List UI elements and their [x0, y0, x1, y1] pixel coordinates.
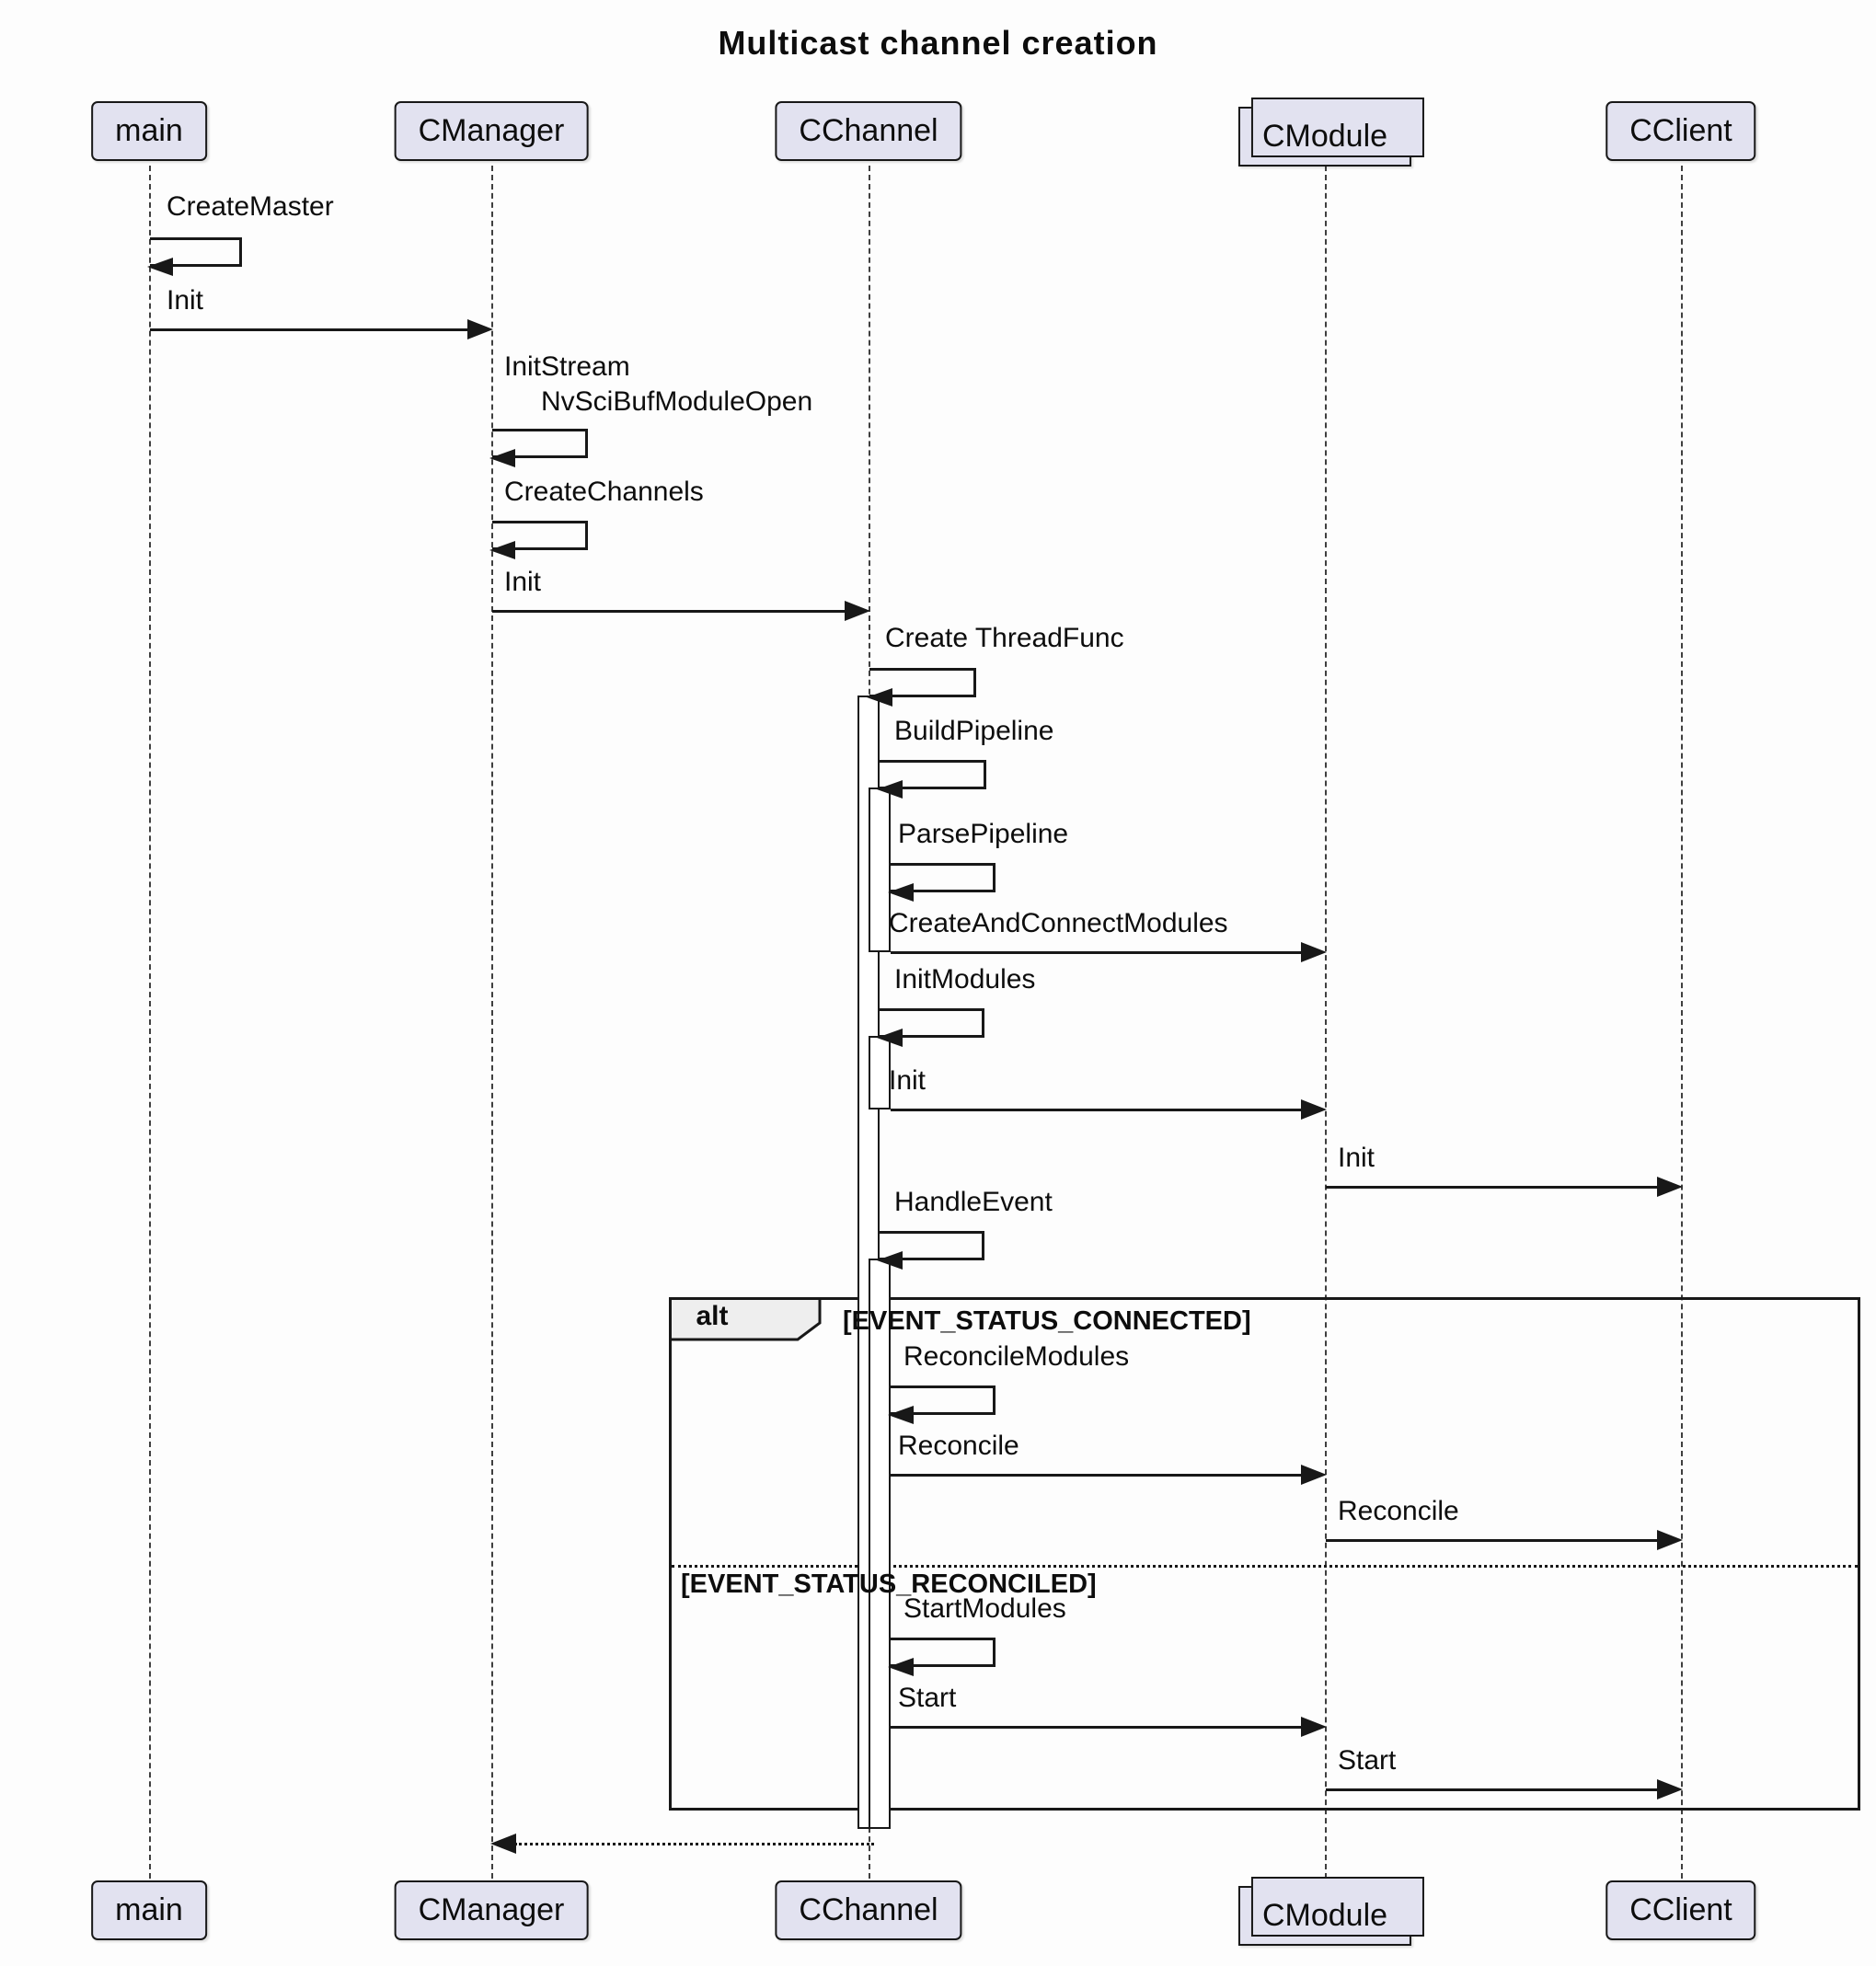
message-label-reconcile-modules: ReconcileModules — [903, 1341, 1130, 1372]
message-label-create-threadfunc: Create ThreadFunc — [885, 623, 1124, 653]
arrow-init-cmanager-cchannel — [492, 601, 870, 623]
participant-cclient-top: CClient — [1606, 101, 1756, 161]
activation-bar-initmodules — [869, 1036, 891, 1109]
return-arrow-cchannel-cmanager — [490, 1834, 874, 1856]
message-label-reconcile-1: Reconcile — [898, 1431, 1019, 1461]
alt-fragment-tab: alt — [668, 1296, 823, 1348]
participant-cchannel-bottom: CChannel — [775, 1880, 962, 1940]
self-message-start-modules — [888, 1638, 996, 1676]
message-label-nvscibuf-module-open: NvSciBufModuleOpen — [541, 386, 813, 417]
message-label-reconcile-2: Reconcile — [1338, 1496, 1459, 1526]
self-message-build-pipeline — [877, 760, 986, 799]
lifeline-cmodule — [1325, 166, 1327, 1879]
message-label-handle-event: HandleEvent — [894, 1187, 1053, 1217]
self-message-init-stream — [489, 429, 588, 467]
arrow-reconcile-cmodule-cclient — [1326, 1530, 1683, 1552]
arrow-reconcile-cchannel-cmodule — [891, 1465, 1327, 1487]
self-message-create-threadfunc — [867, 668, 976, 707]
arrow-init-cmodule-cclient — [1326, 1177, 1683, 1199]
message-label-init-3: Init — [889, 1065, 926, 1096]
message-label-init-4: Init — [1338, 1143, 1375, 1173]
arrow-create-and-connect-modules — [891, 942, 1327, 964]
participant-main-top: main — [91, 101, 207, 161]
message-label-parse-pipeline: ParsePipeline — [898, 819, 1069, 849]
message-label-build-pipeline: BuildPipeline — [894, 716, 1054, 746]
message-label-init-modules: InitModules — [894, 964, 1036, 994]
arrow-init-main-cmanager — [150, 319, 493, 341]
message-label-start-2: Start — [1338, 1745, 1397, 1776]
lifeline-cmanager — [491, 166, 493, 1879]
self-message-create-master — [147, 237, 242, 276]
arrow-init-cchannel-cmodule — [891, 1099, 1327, 1121]
alt-keyword: alt — [696, 1300, 729, 1331]
participant-cmanager-top: CManager — [394, 101, 589, 161]
arrow-start-cmodule-cclient — [1326, 1779, 1683, 1801]
alt-fragment-frame: alt — [668, 1296, 1860, 1811]
activation-bar-handleevent — [869, 1259, 891, 1829]
self-message-handle-event — [877, 1231, 984, 1270]
message-label-create-and-connect-modules: CreateAndConnectModules — [889, 908, 1228, 938]
message-label-start-1: Start — [898, 1683, 957, 1713]
message-label-create-master: CreateMaster — [167, 191, 334, 222]
message-label-start-modules: StartModules — [903, 1593, 1066, 1624]
alt-condition-connected: [EVENT_STATUS_CONNECTED] — [843, 1306, 1251, 1336]
participant-cmodule-bottom: CModule — [1237, 1877, 1425, 1946]
participant-main-bottom: main — [91, 1880, 207, 1940]
participant-cmanager-bottom: CManager — [394, 1880, 589, 1940]
activation-bar-buildpipeline — [869, 788, 891, 952]
alt-divider — [672, 1565, 1858, 1568]
self-message-reconcile-modules — [888, 1385, 996, 1424]
message-label-create-channels: CreateChannels — [504, 477, 704, 507]
participant-cchannel-top: CChannel — [775, 101, 962, 161]
arrow-start-cchannel-cmodule — [891, 1717, 1327, 1739]
self-message-create-channels — [489, 521, 588, 559]
participant-cmodule-top: CModule — [1237, 98, 1425, 167]
alt-tab-pentagon — [668, 1296, 821, 1340]
participant-cclient-bottom: CClient — [1606, 1880, 1756, 1940]
diagram-title: Multicast channel creation — [718, 24, 1158, 62]
message-label-init-1: Init — [167, 285, 204, 316]
message-label-init-2: Init — [504, 567, 542, 597]
self-message-parse-pipeline — [888, 863, 996, 902]
message-label-init-stream: InitStream — [504, 351, 630, 382]
self-message-init-modules — [877, 1008, 984, 1047]
lifeline-cclient — [1681, 166, 1683, 1879]
alt-condition-reconciled: [EVENT_STATUS_RECONCILED] — [681, 1569, 1097, 1599]
lifeline-main — [149, 166, 151, 1879]
